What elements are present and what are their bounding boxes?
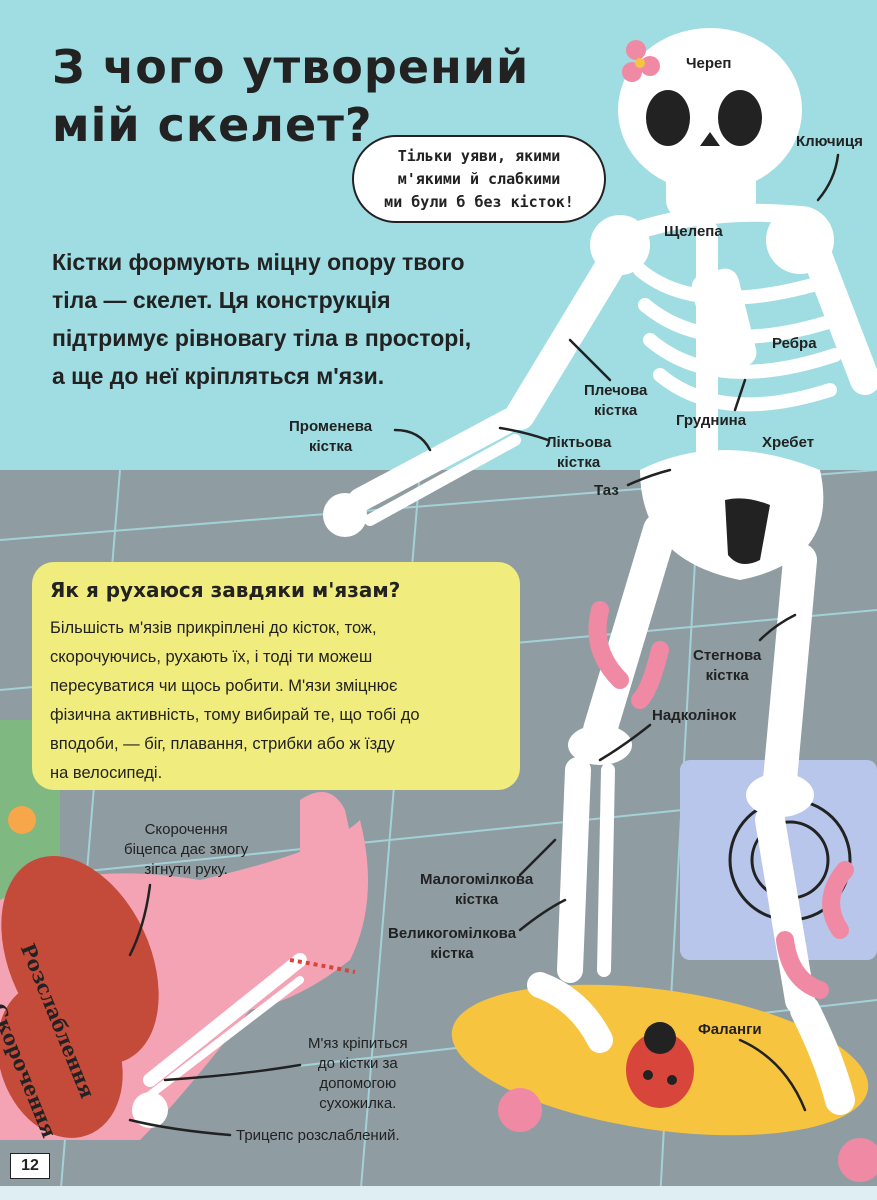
muscle-info-text: Більшість м'язів прикріплені до кісток, … bbox=[50, 614, 520, 788]
label-humerus: Плечова кістка bbox=[584, 381, 647, 421]
label-ulna: Ліктьова кістка bbox=[546, 433, 611, 473]
label-femur: Стегнова кістка bbox=[693, 646, 761, 686]
page-number: 12 bbox=[10, 1153, 50, 1179]
bubble-line-2: м'якими й слабкими bbox=[397, 170, 561, 188]
label-femur-line-1: Стегнова bbox=[693, 647, 762, 664]
bubble-line-1: Тільки уяви, якими bbox=[397, 147, 561, 165]
label-radius: Променева кістка bbox=[289, 417, 372, 457]
label-fibula: Малогомілкова кістка bbox=[420, 870, 533, 910]
muscle-text-line-3: пересуватися чи щось робити. М'язи зміцн… bbox=[50, 677, 398, 695]
label-triceps-note: Трицепс розслаблений. bbox=[236, 1127, 400, 1144]
biceps-note-line-1: Скорочення bbox=[144, 821, 228, 838]
label-tendon-note: М'яз кріпиться до кістки за допомогою су… bbox=[308, 1034, 408, 1114]
bubble-line-3: ми були б без кісток! bbox=[384, 193, 574, 211]
label-pelvis: Таз bbox=[594, 482, 619, 499]
muscle-text-line-5: вподоби, — біг, плавання, стрибки або ж … bbox=[50, 735, 395, 753]
label-biceps-note: Скорочення біцепса дає змогу зігнути рук… bbox=[124, 820, 248, 880]
label-fibula-line-2: кістка bbox=[454, 891, 499, 908]
tendon-note-line-2: до кістки за bbox=[317, 1055, 398, 1072]
label-humerus-line-1: Плечова bbox=[584, 382, 648, 399]
label-phalanges: Фаланги bbox=[698, 1021, 762, 1038]
label-radius-line-2: кістка bbox=[308, 438, 353, 455]
label-clavicle: Ключиця bbox=[796, 133, 863, 150]
speech-bubble: Тільки уяви, якими м'якими й слабкими ми… bbox=[352, 135, 606, 223]
intro-line-2: тіла — скелет. Ця конструкція bbox=[52, 287, 391, 313]
label-tibia: Великогомілкова кістка bbox=[388, 924, 516, 964]
page-bottom-edge bbox=[0, 1186, 877, 1200]
title-line-1: З чого утворений bbox=[52, 40, 530, 94]
label-radius-line-1: Променева bbox=[289, 418, 373, 435]
intro-line-4: а ще до неї кріпляться м'язи. bbox=[52, 363, 385, 389]
muscle-text-line-2: скорочуючись, рухають їх, і тоді ти може… bbox=[50, 648, 373, 666]
label-skull: Череп bbox=[686, 55, 732, 72]
muscle-text-line-1: Більшість м'язів прикріплені до кісток, … bbox=[50, 619, 377, 637]
intro-line-3: підтримує рівновагу тіла в просторі, bbox=[52, 325, 472, 351]
speech-bubble-text: Тільки уяви, якими м'якими й слабкими ми… bbox=[354, 145, 604, 214]
label-sternum: Груднина bbox=[676, 412, 747, 429]
tendon-note-line-4: сухожилка. bbox=[319, 1095, 397, 1112]
muscle-text-line-4: фізична активність, тому вибирай те, що … bbox=[50, 706, 420, 724]
tendon-note-line-3: допомогою bbox=[319, 1075, 397, 1092]
label-spine: Хребет bbox=[762, 434, 815, 451]
tendon-note-line-1: М'яз кріпиться bbox=[308, 1035, 408, 1052]
intro-paragraph: Кістки формують міцну опору твого тіла —… bbox=[52, 243, 522, 395]
title-line-2: мій скелет? bbox=[52, 98, 373, 152]
label-tibia-line-1: Великогомілкова bbox=[388, 925, 517, 942]
page-title: З чого утворений мій скелет? bbox=[52, 38, 529, 154]
muscle-info-heading: Як я рухаюся завдяки м'язам? bbox=[50, 578, 401, 602]
label-tibia-line-2: кістка bbox=[430, 945, 474, 962]
label-humerus-line-2: кістка bbox=[594, 402, 638, 419]
label-kneecap: Надколінок bbox=[652, 707, 737, 724]
biceps-note-line-3: зігнути руку. bbox=[144, 861, 228, 878]
intro-line-1: Кістки формують міцну опору твого bbox=[52, 249, 465, 275]
label-ulna-line-2: кістка bbox=[557, 454, 601, 471]
muscle-info-box: Як я рухаюся завдяки м'язам? Більшість м… bbox=[32, 562, 520, 790]
label-jaw: Щелепа bbox=[664, 223, 723, 240]
biceps-note-line-2: біцепса дає змогу bbox=[124, 841, 249, 858]
label-ribs: Ребра bbox=[772, 335, 817, 352]
label-femur-line-2: кістка bbox=[705, 667, 749, 684]
muscle-text-line-6: на велосипеді. bbox=[50, 764, 163, 782]
label-ulna-line-1: Ліктьова bbox=[546, 434, 612, 451]
label-fibula-line-1: Малогомілкова bbox=[420, 871, 534, 888]
